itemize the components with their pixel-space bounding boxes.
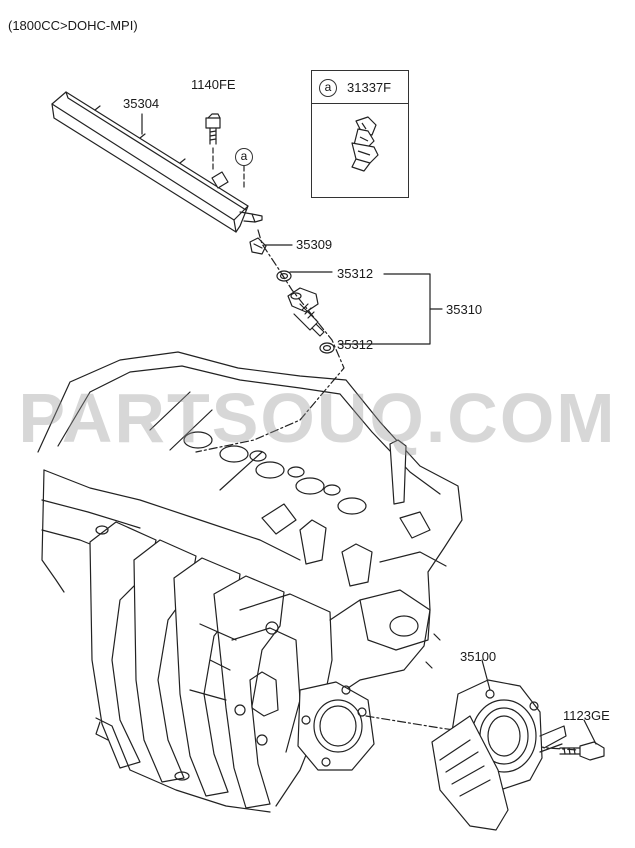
- throttle-bolt-drawing: [559, 741, 605, 761]
- fuel-rail-drawing: [51, 91, 263, 233]
- label-1140FE: 1140FE: [191, 77, 236, 92]
- label-35312-upper: 35312: [337, 266, 374, 281]
- throttle-body-drawing: [431, 679, 567, 831]
- callout-a-marker: a: [235, 148, 253, 166]
- inset-header: [312, 71, 408, 104]
- intake-manifold-drawing: [89, 521, 333, 813]
- manifold-flange-drawing: [297, 681, 375, 771]
- label-1123GE: 1123GE: [563, 708, 610, 723]
- rail-bolt-drawing: [205, 113, 221, 145]
- label-35100: 35100: [460, 649, 497, 664]
- engine-drawing: [37, 351, 463, 701]
- injector-drawing: [287, 287, 325, 337]
- inset-detail-box: a 31337F: [311, 70, 409, 198]
- label-35304: 35304: [123, 96, 160, 111]
- inset-clip-drawing: [351, 116, 379, 172]
- inset-part-number: 31337F: [347, 80, 392, 95]
- label-35310: 35310: [446, 302, 483, 317]
- oring-upper-drawing: [276, 270, 292, 282]
- diagram-title: (1800CC>DOHC-MPI): [8, 18, 138, 33]
- inset-callout-a-marker: a: [319, 79, 337, 97]
- label-35309: 35309: [296, 237, 333, 252]
- label-35312-lower: 35312: [337, 337, 374, 352]
- oring-lower-drawing: [319, 342, 335, 354]
